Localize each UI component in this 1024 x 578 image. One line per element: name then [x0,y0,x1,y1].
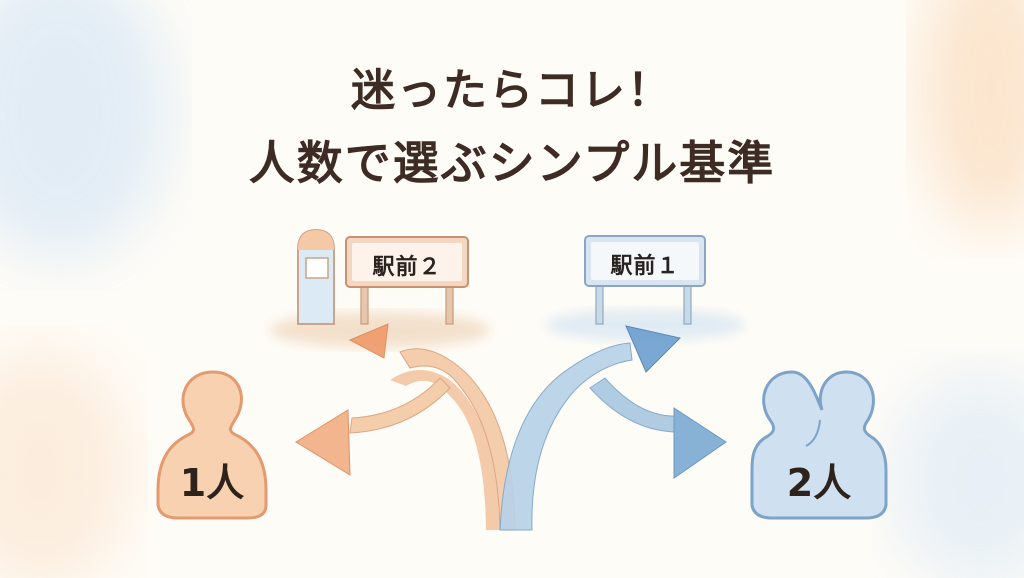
page-title-line-2: 人数で選ぶシンプル基準 [248,136,776,190]
two-people-label: 2人 [786,461,852,505]
station-sign-2-icon [345,236,469,325]
page-title-line-1: 迷ったらコレ！ [351,65,673,116]
station-kiosk-icon [297,228,335,325]
single-person-icon [156,370,268,520]
station-sign-1-label: 駅前１ [610,254,680,279]
orange-fork-arrow-icon [295,323,516,531]
station-sign-2-label: 駅前２ [372,255,442,280]
blue-fork-arrow-icon [499,325,727,531]
two-people-icon [750,370,888,520]
station-sign-1-icon [584,235,706,325]
single-person-label: 1人 [179,461,245,505]
